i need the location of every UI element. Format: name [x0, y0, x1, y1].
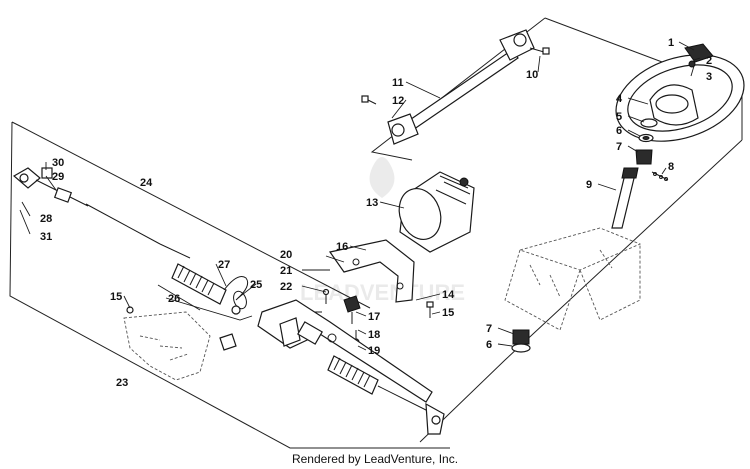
- group-frames: [9, 17, 743, 449]
- callout-26: 26: [168, 293, 180, 305]
- callout-10: 10: [526, 69, 538, 81]
- callout-9: 9: [586, 179, 592, 191]
- lower-bushing: [511, 329, 531, 353]
- tie-rod-left: [12, 167, 191, 259]
- callout-31: 31: [40, 231, 52, 243]
- motor-bracket: [328, 239, 415, 303]
- rack-boot-right: [327, 355, 379, 395]
- callout-30: 30: [52, 157, 64, 169]
- intermediate-shaft: [387, 29, 535, 145]
- callout-14: 14: [442, 289, 455, 301]
- callout-4: 4: [616, 93, 623, 105]
- callout-21: 21: [280, 265, 292, 277]
- callout-19: 19: [368, 345, 380, 357]
- credit-footer: Rendered by LeadVenture, Inc.: [291, 452, 459, 466]
- column-washers: [635, 118, 658, 165]
- callout-20: 20: [280, 249, 292, 261]
- callout-7-lower: 7: [486, 323, 492, 335]
- shaft-bolts: [361, 47, 550, 105]
- callout-27: 27: [218, 259, 230, 271]
- callout-6-lower: 6: [486, 339, 492, 351]
- callout-6: 6: [616, 125, 622, 137]
- leader-lines: [19, 41, 701, 351]
- callout-17: 17: [368, 311, 380, 323]
- steering-rack: [257, 299, 433, 403]
- callout-29: 29: [52, 171, 64, 183]
- callout-2: 2: [706, 55, 712, 67]
- callouts: 1 2 3 4 5 6 7 8 9 10 11 12 13 14 15 15 1…: [40, 37, 712, 389]
- callout-15-left: 15: [110, 291, 122, 303]
- callout-22: 22: [280, 281, 292, 293]
- callout-28: 28: [40, 213, 52, 225]
- callout-7: 7: [616, 141, 622, 153]
- callout-3: 3: [706, 71, 712, 83]
- boot-clamps: [223, 276, 249, 315]
- callout-25: 25: [250, 279, 262, 291]
- callout-11: 11: [392, 77, 404, 89]
- callout-23: 23: [116, 377, 128, 389]
- callout-15-right: 15: [442, 307, 454, 319]
- callout-24: 24: [140, 177, 153, 189]
- power-steering-unit: [398, 171, 475, 253]
- rack-boot-left: [171, 263, 227, 305]
- tie-rod-right: [377, 385, 445, 435]
- callout-8: 8: [668, 161, 674, 173]
- callout-12: 12: [392, 95, 404, 107]
- callout-13: 13: [366, 197, 378, 209]
- callout-18: 18: [368, 329, 380, 341]
- roll-pin: [651, 171, 669, 181]
- steering-shaft: [611, 167, 639, 229]
- steering-wheel: [615, 54, 745, 142]
- column-bracket: [504, 227, 642, 331]
- jam-nuts: [41, 167, 73, 203]
- callout-16: 16: [336, 241, 348, 253]
- callout-5: 5: [616, 111, 622, 123]
- knuckle-outline: [123, 306, 237, 381]
- callout-1: 1: [668, 37, 674, 49]
